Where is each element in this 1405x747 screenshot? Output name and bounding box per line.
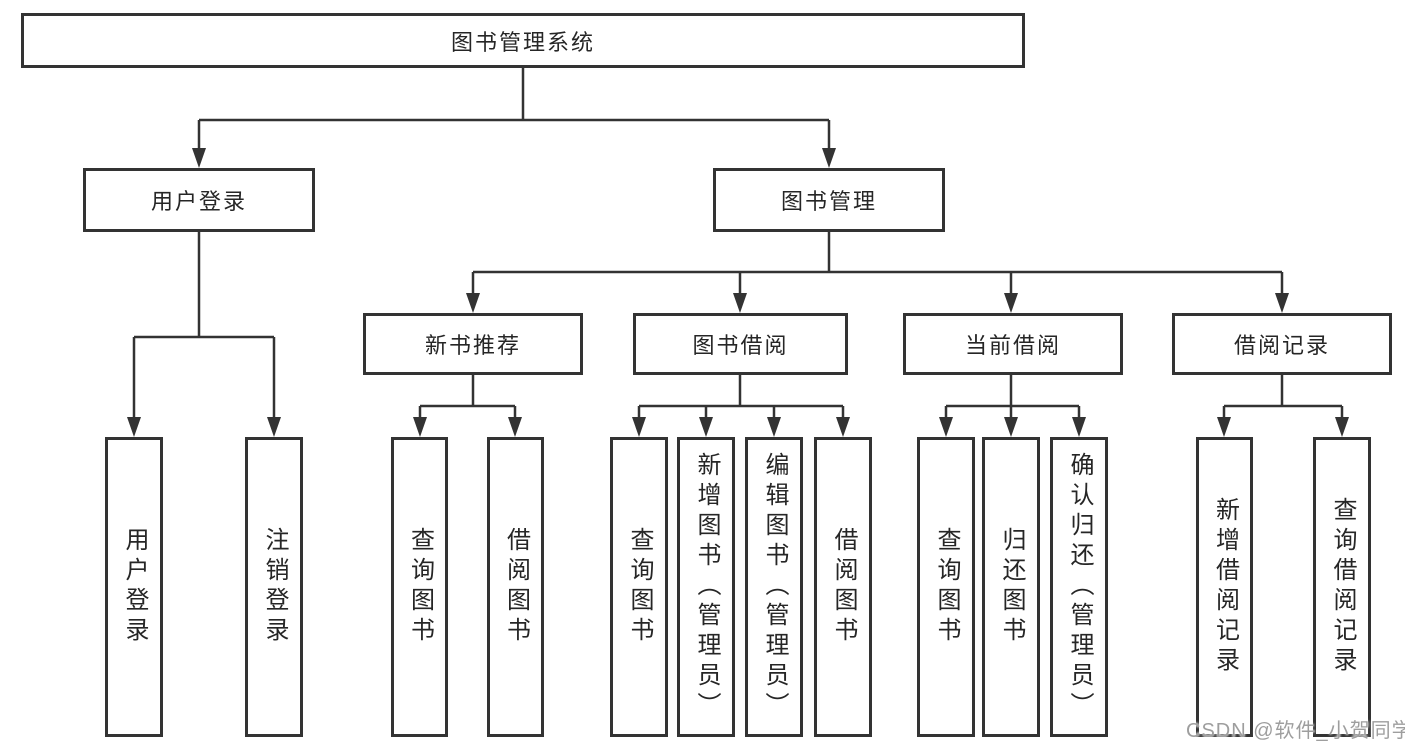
node-label: 当前借阅 <box>964 333 1061 358</box>
node-label: 新增借阅记录 <box>1211 497 1239 677</box>
node-leaf-add-book-admin: 新增图书（管理员） <box>677 437 735 737</box>
node-label: 归还图书 <box>998 527 1025 647</box>
arrow-down-icon <box>1335 417 1349 437</box>
node-leaf-query-books-1: 查询图书 <box>391 437 448 737</box>
arrow-down-icon <box>508 417 522 437</box>
connector-new-book-children <box>413 375 522 437</box>
arrow-down-icon <box>1004 293 1018 313</box>
node-book-management: 图书管理 <box>713 168 945 232</box>
node-label: 新书推荐 <box>424 333 521 358</box>
node-current-borrow: 当前借阅 <box>903 313 1123 375</box>
node-label: 查询图书 <box>406 527 434 647</box>
connector-current-borrow-children <box>939 375 1086 437</box>
connector-line <box>132 232 276 423</box>
arrow-down-icon <box>767 417 781 437</box>
node-label: 新增图书（管理员） <box>693 452 720 722</box>
node-label: 借阅图书 <box>502 527 530 647</box>
node-root-system: 图书管理系统 <box>21 13 1025 68</box>
connector-line <box>471 232 1284 299</box>
watermark-text: CSDN @软件_小贺同学 <box>1186 720 1405 742</box>
connector-line <box>418 375 517 423</box>
arrow-down-icon <box>127 417 141 437</box>
node-label: 用户登录 <box>121 527 148 647</box>
arrow-down-icon <box>836 417 850 437</box>
arrow-down-icon <box>1004 417 1018 437</box>
node-leaf-return-books: 归还图书 <box>982 437 1040 737</box>
node-label: 查询借阅记录 <box>1329 497 1356 677</box>
arrow-down-icon <box>413 417 427 437</box>
node-leaf-edit-book-admin: 编辑图书（管理员） <box>745 437 803 737</box>
connector-line <box>944 375 1081 423</box>
arrow-down-icon <box>466 293 480 313</box>
connector-line <box>197 65 831 154</box>
connector-book-borrow-children <box>632 375 850 437</box>
node-label: 查询图书 <box>933 527 960 647</box>
arrow-down-icon <box>632 417 646 437</box>
arrow-down-icon <box>733 293 747 313</box>
node-leaf-query-books-2: 查询图书 <box>610 437 668 737</box>
node-label: 图书管理 <box>780 189 877 214</box>
node-label: 借阅记录 <box>1233 333 1330 358</box>
node-leaf-logout: 注销登录 <box>245 437 303 737</box>
node-label: 编辑图书（管理员） <box>761 452 788 722</box>
node-label: 借阅图书 <box>830 527 857 647</box>
node-leaf-add-borrow-record: 新增借阅记录 <box>1196 437 1253 737</box>
node-borrow-records: 借阅记录 <box>1172 313 1392 375</box>
arrow-down-icon <box>192 148 206 168</box>
arrow-down-icon <box>1072 417 1086 437</box>
node-leaf-borrow-books-2: 借阅图书 <box>814 437 872 737</box>
arrow-down-icon <box>822 148 836 168</box>
node-label: 确认归还（管理员） <box>1066 452 1093 722</box>
node-label: 图书管理系统 <box>450 29 595 55</box>
arrow-down-icon <box>939 417 953 437</box>
node-leaf-confirm-return-admin: 确认归还（管理员） <box>1050 437 1108 737</box>
connector-line <box>637 375 845 423</box>
arrow-down-icon <box>699 417 713 437</box>
node-leaf-query-books-3: 查询图书 <box>917 437 975 737</box>
arrow-down-icon <box>267 417 281 437</box>
node-label: 查询图书 <box>626 527 653 647</box>
arrow-down-icon <box>1275 293 1289 313</box>
node-label: 注销登录 <box>261 527 288 647</box>
arrow-down-icon <box>1217 417 1231 437</box>
node-leaf-user-login: 用户登录 <box>105 437 163 737</box>
connector-borrow-records-children <box>1217 375 1349 437</box>
node-leaf-borrow-books-1: 借阅图书 <box>487 437 544 737</box>
node-label: 图书借阅 <box>692 333 789 358</box>
connector-user-login-children <box>127 232 281 437</box>
node-book-borrow: 图书借阅 <box>633 313 848 375</box>
connector-line <box>1222 375 1344 423</box>
node-label: 用户登录 <box>150 189 247 214</box>
connector-root-to-level2 <box>192 65 836 168</box>
node-user-login: 用户登录 <box>83 168 315 232</box>
node-new-book-recommend: 新书推荐 <box>363 313 583 375</box>
node-leaf-query-borrow-record: 查询借阅记录 <box>1313 437 1371 737</box>
connector-book-management-children <box>466 232 1289 313</box>
